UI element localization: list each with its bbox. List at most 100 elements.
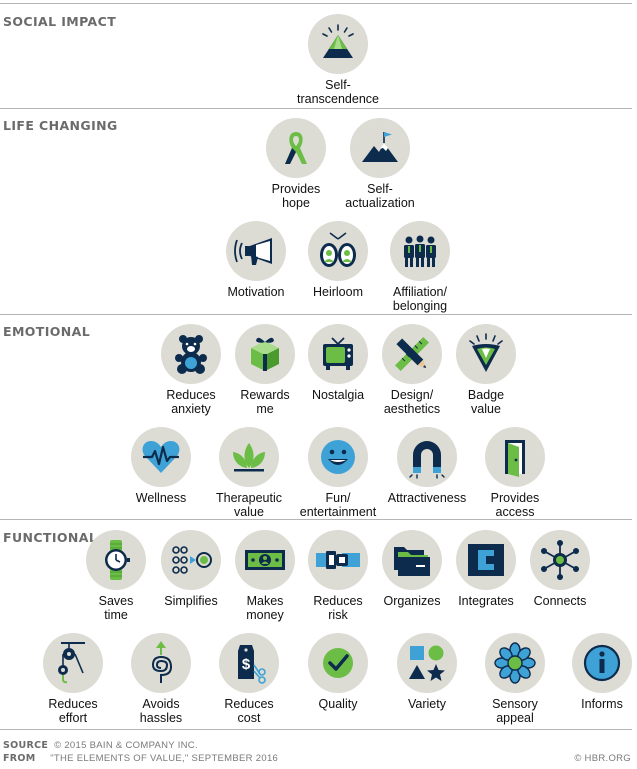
value-element-reduces-cost: $ Reduces cost	[203, 633, 295, 725]
teddy-bear-icon	[175, 335, 207, 374]
mountain-flag-icon	[362, 132, 398, 162]
element-label: Reduces anxiety	[166, 388, 216, 416]
value-element-provides-access: Provides access	[469, 427, 561, 519]
value-element-avoids-hassles: Avoids hassles	[115, 633, 207, 725]
element-label: Provides hope	[271, 182, 321, 210]
banknote-icon	[245, 550, 285, 570]
bottom-rule	[0, 729, 632, 730]
badge-shield-icon	[469, 333, 503, 372]
flower-icon	[494, 642, 536, 684]
element-circle	[226, 221, 286, 281]
footer-from: FROM "THE ELEMENTS OF VALUE," SEPTEMBER …	[3, 753, 278, 764]
element-label: Rewards me	[240, 388, 290, 416]
section-heading-emotional: EMOTIONAL	[3, 324, 91, 339]
connector-icon	[468, 544, 504, 576]
portraits-icon	[320, 232, 356, 267]
element-label: Badge value	[467, 388, 505, 416]
element-circle	[382, 530, 442, 590]
value-element-sensory-appeal: Sensory appeal	[469, 633, 561, 725]
value-element-reduces-risk: Reduces risk	[292, 530, 384, 622]
element-circle	[397, 633, 457, 693]
check-mark-icon	[323, 648, 353, 678]
info-icon	[583, 644, 621, 682]
section-heading-functional: FUNCTIONAL	[3, 530, 98, 545]
element-circle	[266, 118, 326, 178]
open-door-icon	[505, 440, 525, 477]
element-label: Self- transcendence	[296, 78, 379, 106]
value-element-organizes: Organizes	[366, 530, 458, 609]
element-label: Affiliation/ belonging	[392, 285, 448, 313]
element-label: Saves time	[98, 594, 134, 622]
element-circle	[235, 324, 295, 384]
element-circle	[86, 530, 146, 590]
value-element-self-actualization: Self- actualization	[334, 118, 426, 210]
value-element-design-aesthetics: Design/ aesthetics	[366, 324, 458, 416]
element-circle	[131, 633, 191, 693]
value-element-quality: Quality	[292, 633, 384, 712]
value-element-heirloom: Heirloom	[292, 221, 384, 300]
value-element-self-transcendence: Self- transcendence	[292, 14, 384, 106]
element-label: Wellness	[135, 491, 187, 505]
value-element-connects: Connects	[514, 530, 606, 609]
element-circle	[485, 427, 545, 487]
footer-credit: © HBR.ORG	[574, 753, 631, 764]
megaphone-icon	[234, 238, 272, 265]
element-label: Sensory appeal	[492, 697, 538, 725]
value-element-fun-entertainment: Fun/ entertainment	[292, 427, 384, 519]
ribbon-icon	[285, 132, 307, 164]
value-element-motivation: Motivation	[210, 221, 302, 300]
value-element-simplifies: Simplifies	[145, 530, 237, 609]
shapes-icon	[409, 645, 445, 681]
element-label: Organizes	[383, 594, 441, 608]
element-circle	[350, 118, 410, 178]
element-circle	[390, 221, 450, 281]
element-label: Quality	[318, 697, 358, 711]
price-tag-scissors-icon: $	[238, 645, 266, 684]
element-circle	[397, 427, 457, 487]
pyramid-sun-icon	[322, 24, 354, 58]
gift-box-icon	[251, 337, 279, 371]
wristwatch-icon	[105, 540, 130, 580]
from-text: "THE ELEMENTS OF VALUE," SEPTEMBER 2016	[50, 753, 279, 764]
footer-source: SOURCE © 2015 BAIN & COMPANY INC.	[3, 740, 198, 751]
value-element-informs: Informs	[556, 633, 637, 712]
section-divider-life-changing	[0, 108, 632, 109]
element-circle	[456, 324, 516, 384]
group-people-icon	[404, 235, 436, 267]
element-circle	[572, 633, 632, 693]
retro-tv-icon	[323, 337, 353, 370]
section-heading-social-impact: SOCIAL IMPACT	[3, 14, 117, 29]
pencil-ruler-icon	[395, 337, 429, 371]
element-label: Nostalgia	[311, 388, 365, 402]
value-element-attractiveness: Attractiveness	[381, 427, 473, 506]
dots-arrow-icon	[172, 546, 212, 574]
value-element-saves-time: Saves time	[70, 530, 162, 622]
element-circle	[161, 530, 221, 590]
element-label: Avoids hassles	[139, 697, 183, 725]
value-element-integrates: Integrates	[440, 530, 532, 609]
element-circle	[530, 530, 590, 590]
svg-text:$: $	[242, 656, 251, 673]
section-heading-life-changing: LIFE CHANGING	[3, 118, 118, 133]
pulley-icon	[58, 642, 85, 684]
element-label: Attractiveness	[387, 491, 467, 505]
element-circle	[131, 427, 191, 487]
value-element-provides-hope: Provides hope	[250, 118, 342, 210]
element-label: Self- actualization	[345, 182, 415, 210]
folders-icon	[394, 547, 430, 576]
element-circle	[308, 633, 368, 693]
element-label: Therapeutic value	[215, 491, 282, 519]
element-label: Simplifies	[164, 594, 218, 608]
section-divider-functional	[0, 519, 632, 520]
element-label: Reduces cost	[224, 697, 274, 725]
tangled-arrow-icon	[151, 641, 173, 683]
element-circle	[308, 14, 368, 74]
value-element-reduces-effort: Reduces effort	[27, 633, 119, 725]
value-element-rewards-me: Rewards me	[219, 324, 311, 416]
lotus-leaves-icon	[233, 443, 265, 472]
value-element-wellness: Wellness	[115, 427, 207, 506]
element-label: Motivation	[227, 285, 285, 299]
element-label: Fun/ entertainment	[299, 491, 377, 519]
element-label: Informs	[581, 697, 623, 711]
element-circle	[43, 633, 103, 693]
